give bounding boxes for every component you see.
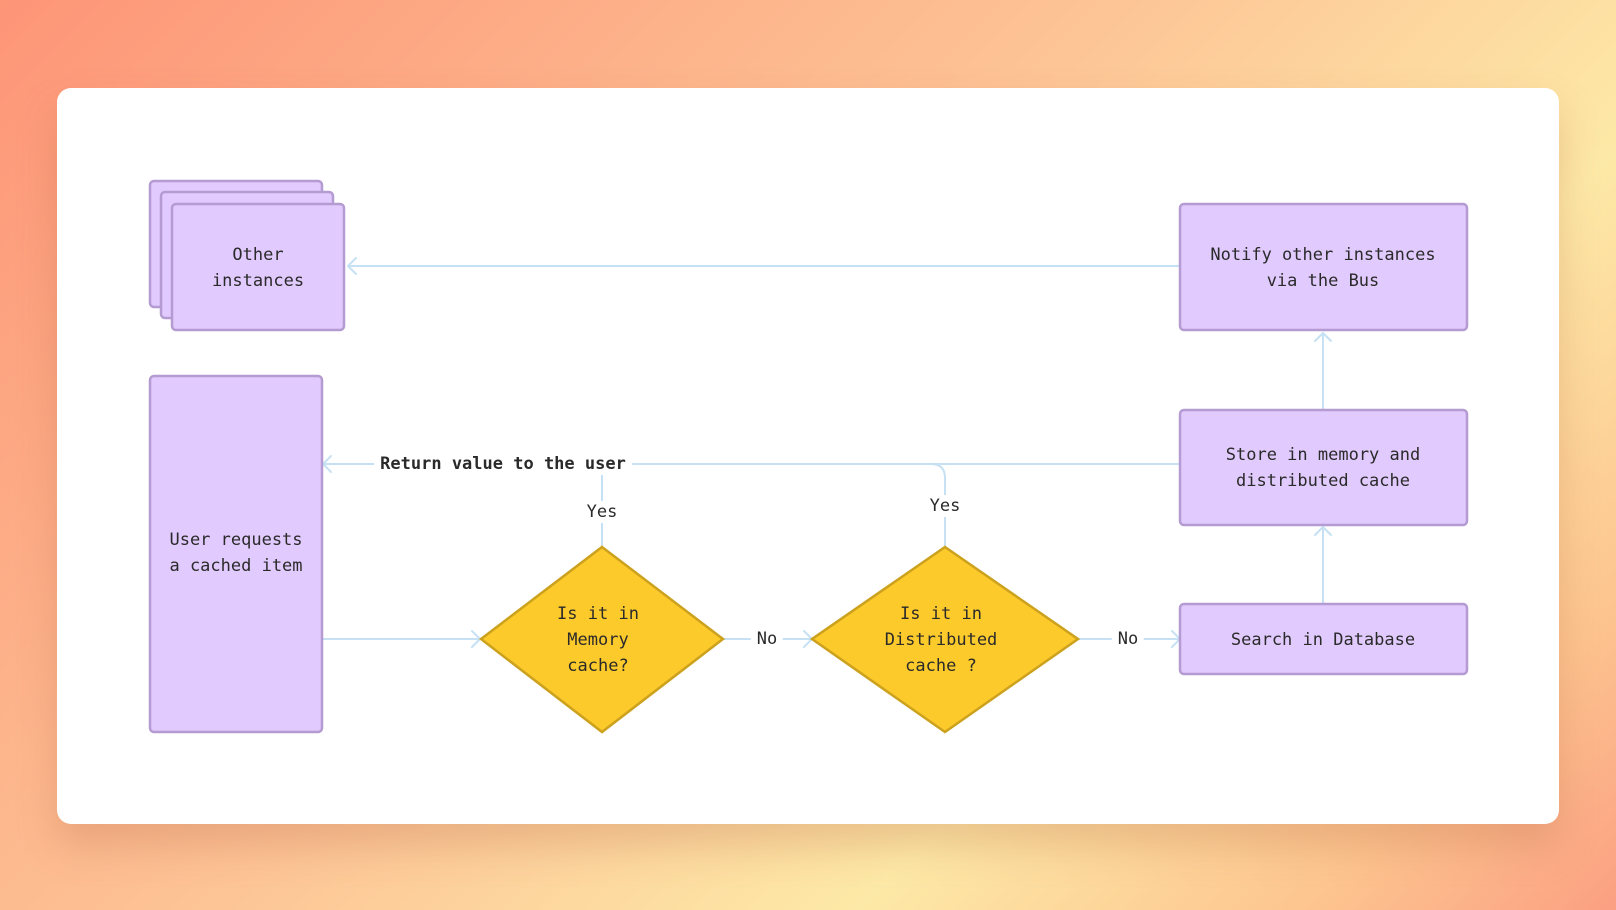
- edge-label-distributed-no: No: [1111, 628, 1145, 650]
- node-store: Store in memory and distributed cache: [1225, 445, 1421, 491]
- edge-distributed-yes: [930, 463, 946, 546]
- node-memory-check-diamond: [478, 545, 726, 734]
- node-notify: Notify other instances via the Bus: [1210, 245, 1436, 291]
- edge-label-memory-no: No: [750, 628, 784, 650]
- node-database-box: [1178, 602, 1469, 676]
- arrowhead-notify: [1314, 332, 1332, 342]
- edge-label-return-value: Return value to the user: [374, 453, 632, 475]
- arrowhead-store: [1314, 526, 1332, 536]
- arrowhead-instances: [347, 257, 357, 275]
- node-other-instances-box: [170, 202, 346, 332]
- edge-label-distributed-yes: Yes: [923, 495, 967, 517]
- node-other-instances: Other instances: [211, 245, 305, 291]
- edge-label-memory-yes: Yes: [580, 501, 624, 523]
- node-notify-box: [1178, 202, 1469, 332]
- node-distributed-check: Is it in Distributed cache ?: [884, 604, 998, 676]
- node-user-request-box: [148, 374, 324, 734]
- node-memory-check: Is it in Memory cache?: [557, 604, 639, 676]
- node-distributed-check-diamond: [809, 545, 1081, 734]
- node-store-box: [1178, 408, 1469, 527]
- node-database: Search in Database: [1230, 630, 1416, 650]
- node-user-request: User requests a cached item: [169, 530, 303, 576]
